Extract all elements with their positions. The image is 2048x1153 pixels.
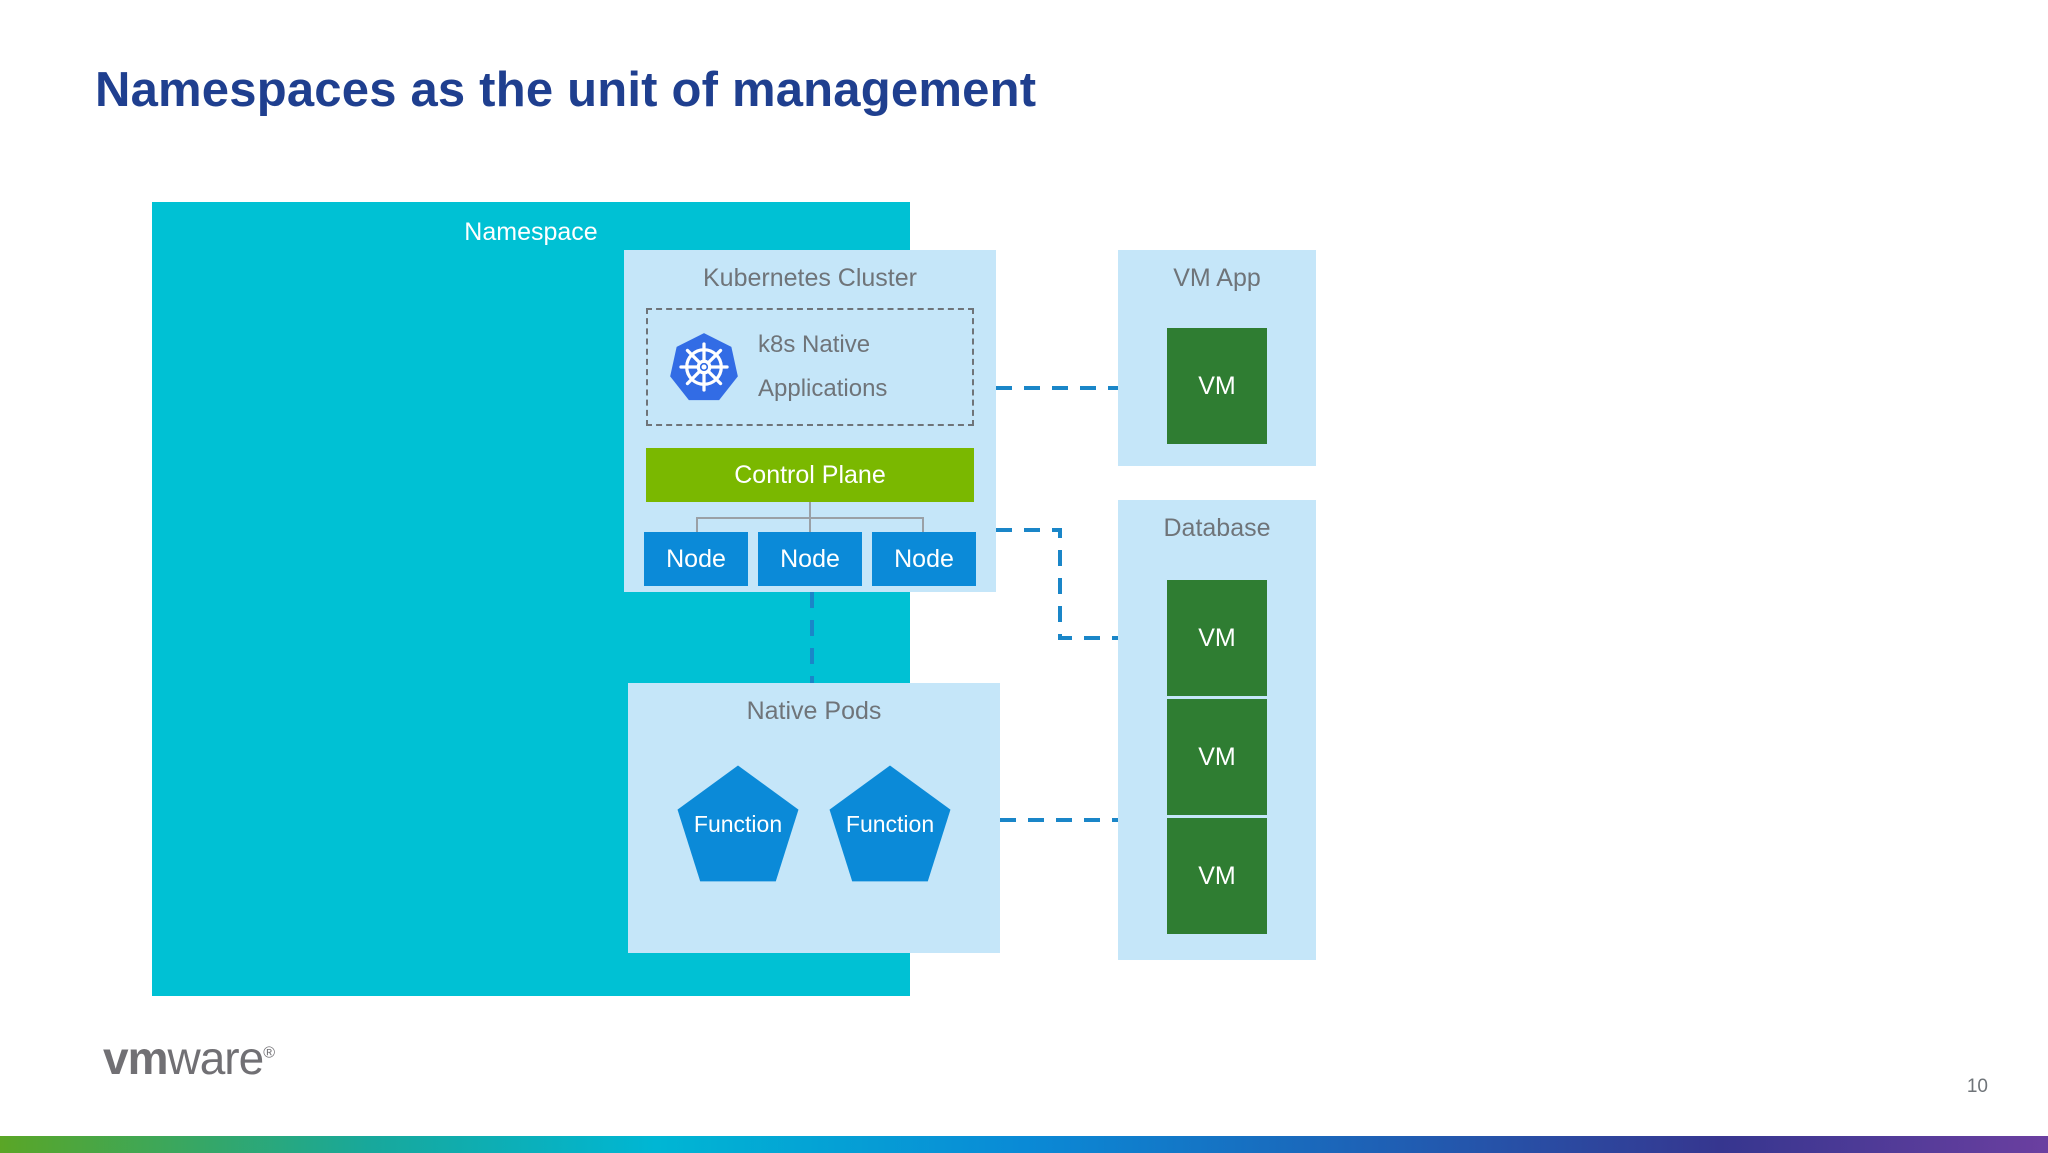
node-row: Node Node Node — [644, 532, 976, 586]
page-title: Namespaces as the unit of management — [95, 63, 1037, 117]
vmware-logo-bold: vm — [103, 1032, 168, 1084]
connector-segment — [809, 517, 811, 534]
kubernetes-cluster-title: Kubernetes Cluster — [702, 264, 917, 292]
node-box: Node — [644, 532, 748, 586]
page-number: 10 — [1966, 1076, 1988, 1097]
vm-box: VM — [1167, 328, 1267, 444]
database-title: Database — [1163, 514, 1271, 542]
k8s-native-applications-box: k8s Native Applications — [646, 308, 974, 426]
vm-app-container: VM App VM — [1118, 250, 1316, 466]
registered-trademark-icon: ® — [263, 1044, 275, 1062]
function-pentagon: Function — [827, 763, 953, 883]
namespace-label: Namespace — [464, 218, 598, 246]
function-label: Function — [845, 811, 935, 837]
database-container: Database VM VM VM — [1118, 500, 1316, 960]
native-pods-title: Native Pods — [746, 697, 882, 725]
connector-nodes-to-database — [996, 528, 1118, 640]
vmware-logo-light: ware — [167, 1032, 264, 1084]
vm-box: VM — [1167, 580, 1267, 696]
architecture-diagram: Namespace Kubernetes Cluster — [152, 202, 1316, 996]
control-plane-box: Control Plane — [646, 448, 974, 502]
node-box: Node — [758, 532, 862, 586]
native-pods-container: Native Pods Function Function — [628, 683, 1000, 953]
kubernetes-helm-icon — [670, 333, 738, 401]
footer-gradient-bar — [0, 1136, 2048, 1153]
vm-box: VM — [1167, 699, 1267, 815]
node-box: Node — [872, 532, 976, 586]
vm-app-title: VM App — [1173, 264, 1261, 292]
function-pentagon-row: Function Function — [628, 763, 1000, 883]
k8s-native-applications-label: k8s Native Applications — [758, 323, 887, 411]
control-plane-node-connectors — [644, 502, 976, 534]
function-pentagon: Function — [675, 763, 801, 883]
function-label: Function — [693, 811, 783, 837]
k8s-apps-line-1: k8s Native — [758, 331, 871, 358]
pentagon-shape — [677, 765, 799, 882]
connector-segment — [696, 517, 698, 534]
kubernetes-cluster-container: Kubernetes Cluster — [624, 250, 996, 592]
connector-segment — [922, 517, 924, 534]
vmware-logo: vmware® — [103, 1031, 275, 1085]
vm-box: VM — [1167, 818, 1267, 934]
pentagon-shape — [829, 765, 951, 882]
k8s-apps-line-2: Applications — [758, 375, 888, 402]
connector-segment — [809, 502, 811, 518]
